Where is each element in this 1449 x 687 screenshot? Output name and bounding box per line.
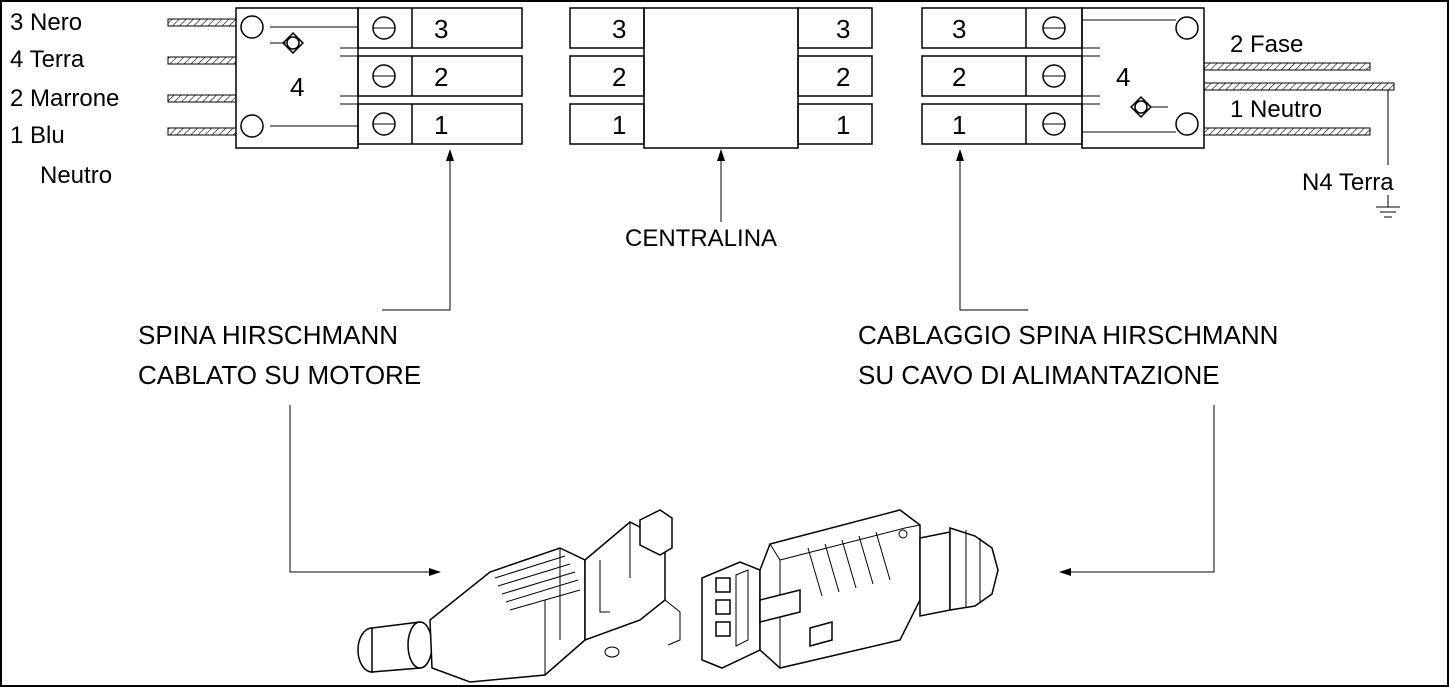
screw-terminal-icon xyxy=(1042,16,1066,40)
left-connector: 4 3 2 1 xyxy=(235,7,523,149)
motor-wire-labels: 3 Nero 4 Terra 2 Marrone 1 Blu Neutro xyxy=(10,9,119,189)
wire-label-2: 2 Marrone xyxy=(10,85,119,112)
supply-earth-label: N4 Terra xyxy=(1302,169,1394,196)
control-unit: 3 2 1 3 2 1 xyxy=(569,7,873,149)
right-caption-leader xyxy=(956,149,1028,311)
left-caption-line-2: CABLATO SU MOTORE xyxy=(138,360,421,390)
hirschmann-socket-icon xyxy=(701,509,999,669)
right-caption-line-2: SU CAVO DI ALIMANTAZIONE xyxy=(858,360,1220,390)
control-unit-label: CENTRALINA xyxy=(625,225,777,252)
left-terminal-1: 1 xyxy=(434,110,448,140)
right-connector: 4 3 2 1 xyxy=(921,7,1205,149)
left-caption-leader xyxy=(382,149,454,311)
left-terminal-3: 3 xyxy=(434,14,448,44)
earth-ground-icon xyxy=(1376,195,1400,218)
wire-label-1: 1 Blu xyxy=(10,122,65,149)
supply-neutral-label: 1 Neutro xyxy=(1230,96,1322,123)
screw-terminal-icon xyxy=(1042,64,1066,88)
left-plug-leader xyxy=(289,405,441,576)
wire-label-3: 3 Nero xyxy=(10,9,82,36)
wire-label-4: 4 Terra xyxy=(10,46,85,73)
supply-phase-label: 2 Fase xyxy=(1230,31,1303,58)
left-terminal-2: 2 xyxy=(434,62,448,92)
left-ground-number: 4 xyxy=(290,72,304,102)
screw-terminal-icon xyxy=(372,112,396,136)
control-right-3: 3 xyxy=(836,14,850,44)
left-caption-line-1: SPINA HIRSCHMANN xyxy=(138,320,398,350)
ground-pin-icon xyxy=(270,32,304,54)
supply-cable: 2 Fase 1 Neutro N4 Terra xyxy=(1203,31,1400,218)
ground-pin-icon xyxy=(1130,96,1168,118)
right-terminal-2: 2 xyxy=(952,62,966,92)
right-terminal-1: 1 xyxy=(952,110,966,140)
right-ground-number: 4 xyxy=(1116,62,1130,92)
control-left-2: 2 xyxy=(612,62,626,92)
screw-terminal-icon xyxy=(372,16,396,40)
control-right-1: 1 xyxy=(836,110,850,140)
right-plug-leader xyxy=(1059,405,1215,576)
control-right-2: 2 xyxy=(836,62,850,92)
wire-label-neutro: Neutro xyxy=(40,162,112,189)
right-caption-line-1: CABLAGGIO SPINA HIRSCHMANN xyxy=(858,320,1278,350)
right-terminal-3: 3 xyxy=(952,14,966,44)
hirschmann-plug-icon xyxy=(357,509,681,683)
motor-wires xyxy=(167,18,237,136)
screw-terminal-icon xyxy=(372,64,396,88)
screw-terminal-icon xyxy=(1042,112,1066,136)
control-left-3: 3 xyxy=(612,14,626,44)
control-left-1: 1 xyxy=(612,110,626,140)
